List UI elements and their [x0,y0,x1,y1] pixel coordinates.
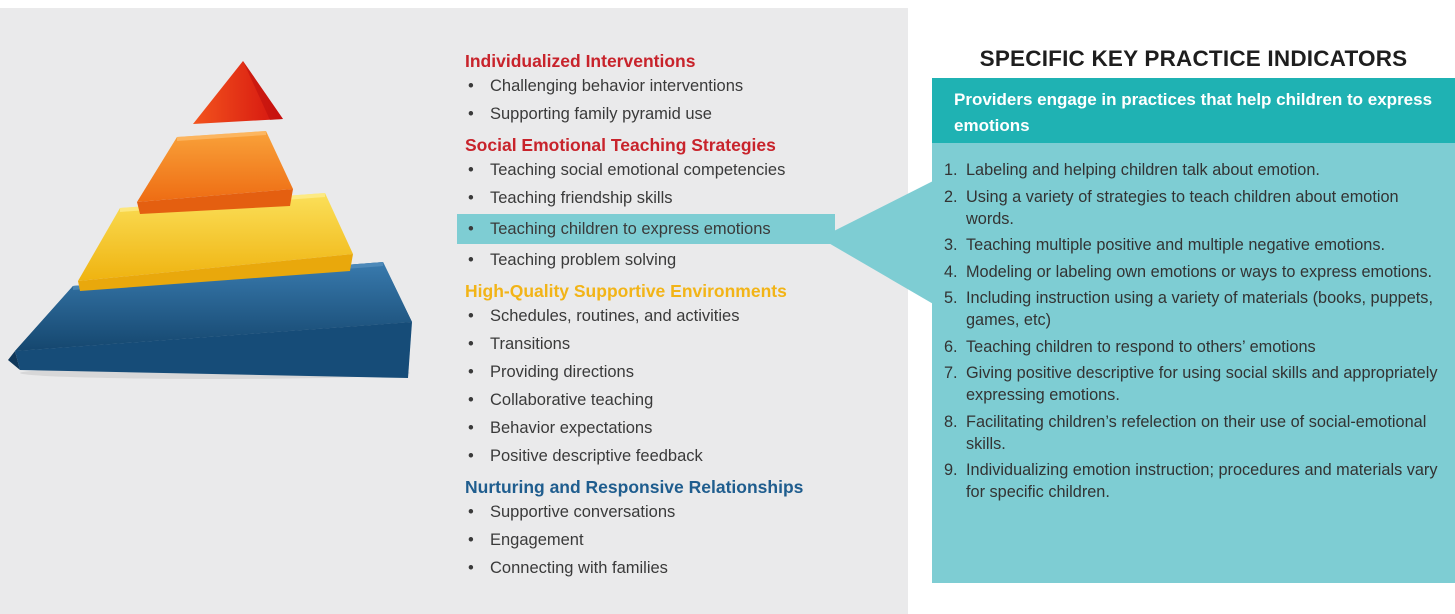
callout-pointer [820,180,935,305]
tier-item: Positive descriptive feedback [465,442,885,470]
indicator-text: Facilitating children’s refelection on t… [966,412,1427,453]
tier-item-highlighted: Teaching children to express emotions [457,214,835,244]
indicator-number: 9. [944,461,958,479]
tier-item: Teaching problem solving [465,246,885,274]
indicator-number: 8. [944,412,958,431]
indicators-title: SPECIFIC KEY PRACTICE INDICATORS [979,46,1408,71]
indicator-text: Labeling and helping children talk about… [966,161,1320,179]
tier-item: Teaching friendship skills [465,184,885,212]
indicator-item: 8. Facilitating children’s refelection on… [944,411,1447,455]
indicator-number: 1. [944,161,958,179]
indicator-text: Teaching children to respond to others’ … [966,337,1316,356]
tier-item: Transitions [465,330,885,358]
indicator-number: 6. [944,337,958,356]
tier-item: Providing directions [465,358,885,386]
tier-heading-social-emotional-teaching-strategies: Social Emotional Teaching Strategies [465,135,776,155]
tier-block-relationships: Nurturing and Responsive Relationships S… [465,476,885,582]
indicator-item: 5. Including instruction using a variety … [944,287,1447,331]
tier-heading-individualized-interventions: Individualized Interventions [465,51,696,71]
tier-item: Challenging behavior interventions [465,72,885,100]
tier-item: Behavior expectations [465,414,885,442]
indicator-number: 2. [944,187,958,206]
indicator-number: 7. [944,364,958,382]
tier-heading-nurturing-responsive-relationships: Nurturing and Responsive Relationships [465,477,804,497]
indicator-item: 9. Individualizing emotion instruction; p… [944,459,1447,503]
pyramid-tier-top [193,61,283,124]
tier-item: Supportive conversations [465,498,885,526]
tier-block-social-emotional: Social Emotional Teaching Strategies Tea… [457,134,885,274]
indicator-item: 4. Modeling or labeling own emotions or w… [944,261,1447,283]
indicator-item: 7. Giving positive descriptive for using … [944,362,1447,406]
indicator-text: Including instruction using a variety of… [966,289,1433,329]
pyramid-tier-list: Individualized Interventions Challenging… [457,50,885,588]
indicator-number: 3. [944,236,958,254]
tier-items-social-emotional: Teaching social emotional competencies T… [457,156,885,274]
tier-heading-high-quality-supportive-environments: High-Quality Supportive Environments [465,281,787,301]
tier-items-supportive-environments: Schedules, routines, and activities Tran… [465,302,885,470]
indicators-panel: 1. Labeling and helping children talk abo… [932,143,1455,583]
pyramid-tier-second [137,131,293,214]
tier-items-individualized: Challenging behavior interventions Suppo… [465,72,885,128]
tier-item: Engagement [465,526,885,554]
indicator-item: 2. Using a variety of strategies to teach… [944,186,1447,230]
tier-item: Supporting family pyramid use [465,100,885,128]
indicator-item: 3. Teaching multiple positive and multipl… [944,234,1447,256]
indicator-text: Giving positive descriptive for using so… [966,364,1438,404]
indicator-text: Modeling or labeling own emotions or way… [966,262,1433,281]
indicator-number: 5. [944,289,958,307]
tier-block-individualized: Individualized Interventions Challenging… [465,50,885,128]
tier-item: Schedules, routines, and activities [465,302,885,330]
indicator-item: 6. Teaching children to respond to others… [944,336,1447,358]
tier-item: Collaborative teaching [465,386,885,414]
tier-items-relationships: Supportive conversations Engagement Conn… [465,498,885,582]
indicator-text: Using a variety of strategies to teach c… [966,187,1399,228]
tier-item: Teaching social emotional competencies [465,156,885,184]
indicators-subtitle: Providers engage in practices that help … [932,78,1455,143]
tier-block-supportive-environments: High-Quality Supportive Environments Sch… [465,280,885,470]
tier-item: Connecting with families [465,554,885,582]
indicator-text: Individualizing emotion instruction; pro… [966,461,1438,501]
pyramid-model [8,61,412,379]
indicator-item: 1. Labeling and helping children talk abo… [944,159,1447,181]
indicator-number: 4. [944,262,958,281]
indicator-text: Teaching multiple positive and multiple … [966,236,1386,254]
indicators-list: 1. Labeling and helping children talk abo… [944,159,1447,503]
